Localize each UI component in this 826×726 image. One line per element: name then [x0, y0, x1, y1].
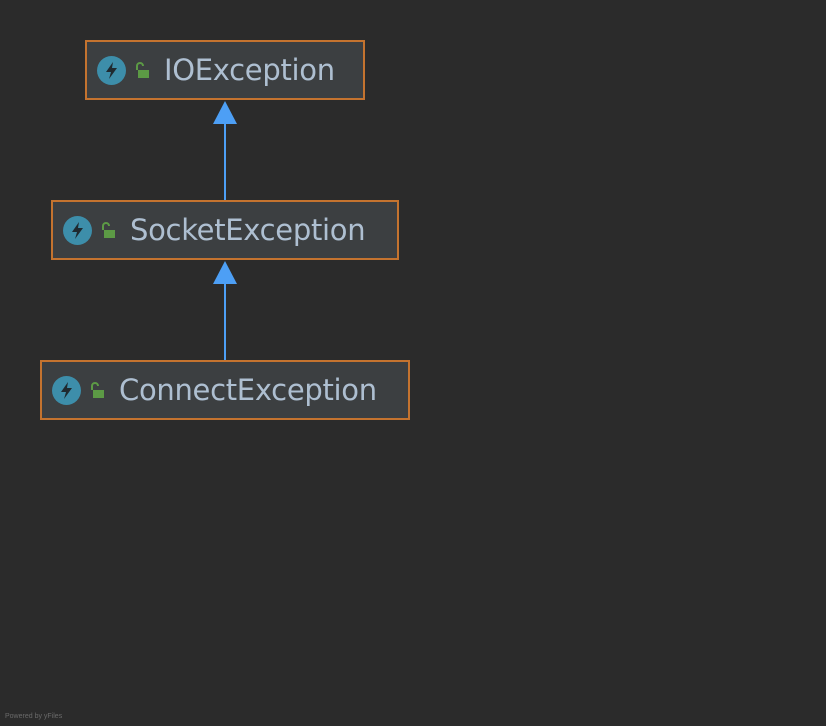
public-unlocked-icon	[91, 382, 104, 398]
public-unlocked-icon	[102, 222, 115, 238]
exception-class-icon	[63, 215, 92, 245]
class-name-label: SocketException	[130, 212, 366, 247]
class-node-connectexception[interactable]: ConnectException	[40, 360, 410, 420]
powered-by-footer: Powered by yFiles	[5, 713, 63, 720]
edge-socket-to-io	[213, 101, 237, 200]
class-node-ioexception[interactable]: IOException	[85, 40, 365, 100]
edge-connect-to-socket	[213, 261, 237, 360]
arrowhead-icon	[213, 101, 237, 124]
class-name-label: IOException	[164, 52, 335, 87]
arrowhead-icon	[213, 261, 237, 284]
class-name-label: ConnectException	[119, 372, 377, 407]
exception-class-icon	[52, 375, 81, 405]
class-node-socketexception[interactable]: SocketException	[51, 200, 399, 260]
exception-class-icon	[97, 55, 126, 85]
public-unlocked-icon	[136, 62, 149, 78]
